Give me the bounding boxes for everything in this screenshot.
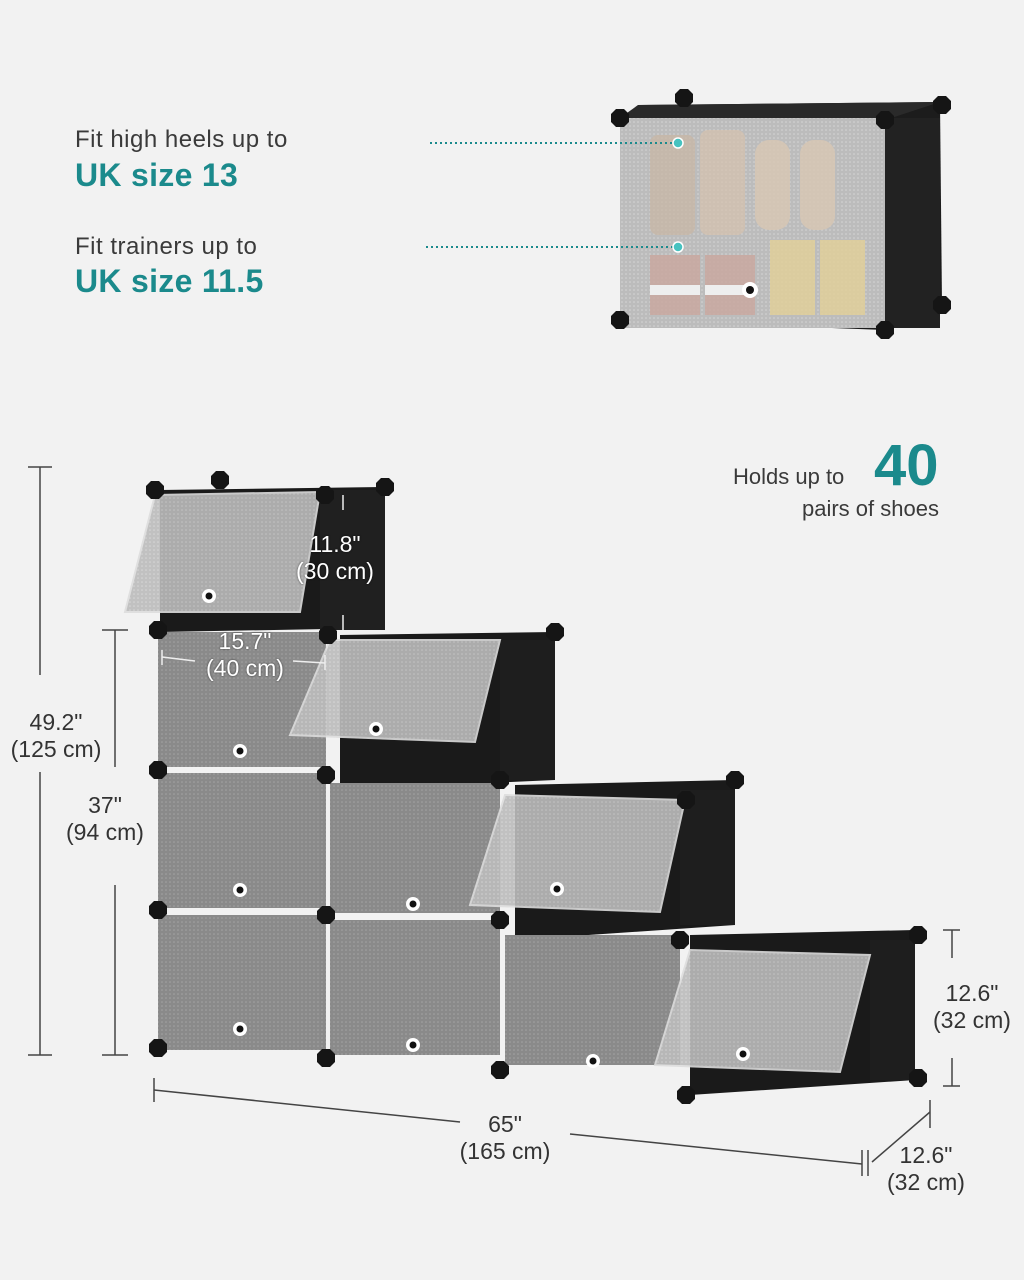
single-cube-shoes — [611, 89, 951, 339]
callout-trainers — [426, 241, 684, 253]
total-height-label: 49.2" (125 cm) — [10, 709, 102, 762]
capacity-suffix: pairs of shoes — [802, 496, 939, 521]
heels-feature-value: UK size 13 — [75, 157, 239, 193]
callout-heels — [430, 137, 684, 149]
staircase-shoe-rack — [123, 471, 927, 1104]
total-width-label: 65" (165 cm) — [459, 1111, 551, 1164]
single-height-label: 12.6" (32 cm) — [933, 980, 1011, 1033]
trainers-feature-value: UK size 11.5 — [75, 263, 264, 299]
cube-height-label: 11.8" (30 cm) — [296, 531, 374, 584]
depth-label: 12.6" (32 cm) — [887, 1142, 965, 1195]
dimension-lines — [28, 466, 960, 1176]
heels-feature-label: Fit high heels up to — [75, 126, 288, 153]
three-tier-height-label: 37" (94 cm) — [66, 792, 144, 845]
cube-width-label: 15.7" (40 cm) — [206, 628, 284, 681]
inner-dimension-lines — [161, 495, 344, 670]
capacity-prefix: Holds up to — [733, 464, 845, 489]
trainers-feature-label: Fit trainers up to — [75, 233, 258, 260]
capacity-number: 40 — [874, 433, 939, 498]
